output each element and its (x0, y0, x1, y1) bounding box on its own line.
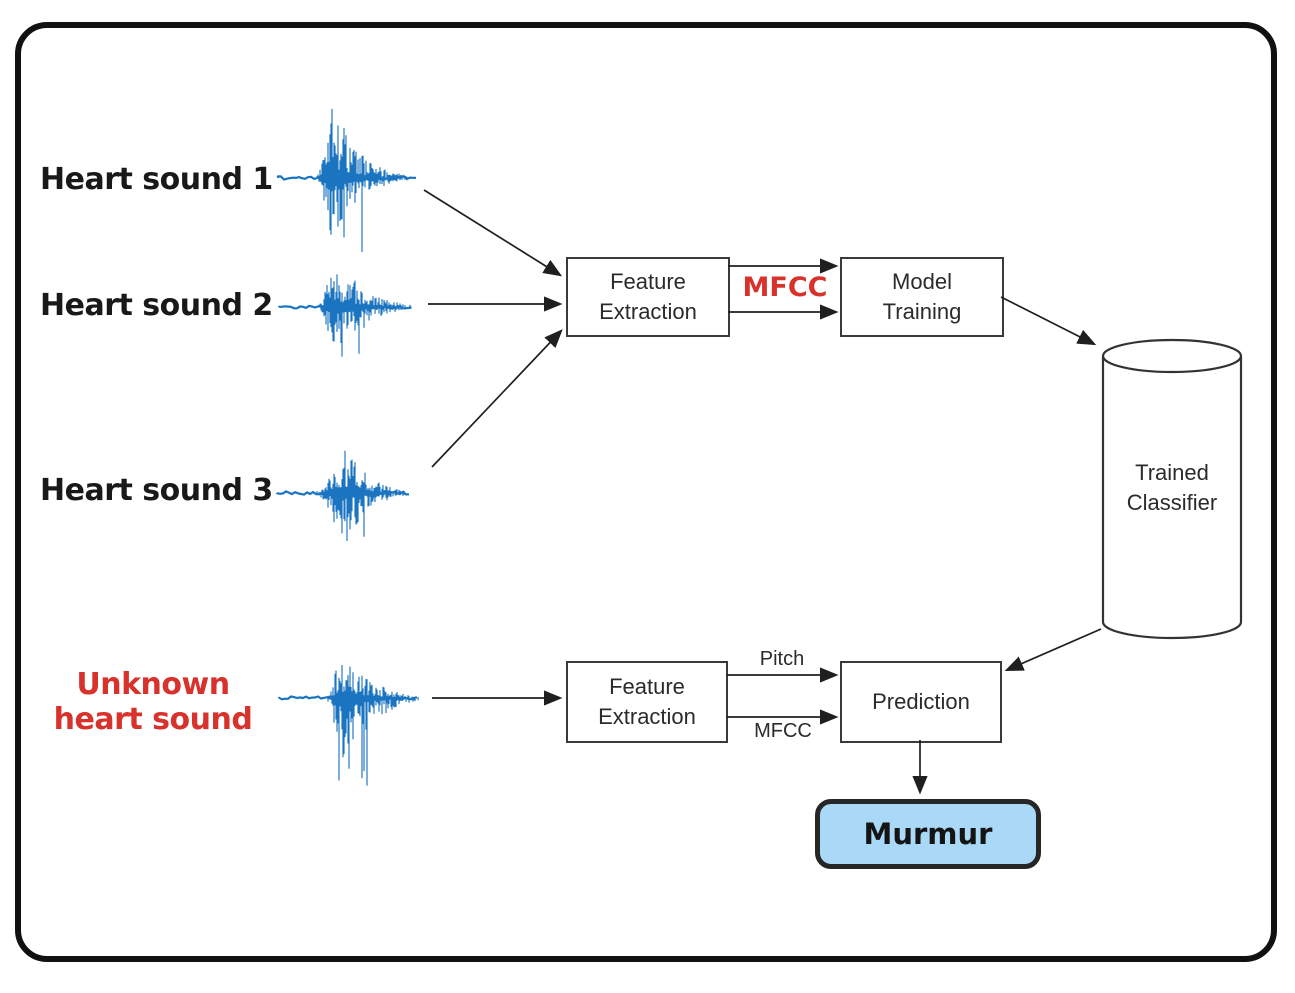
cylinder-trained-classifier (1101, 338, 1243, 640)
box-prediction: Prediction (840, 661, 1002, 743)
edge-label-mfcc-prediction: MFCC (754, 720, 812, 742)
edge-label-mfcc-training: MFCC (742, 272, 828, 303)
box-model-training: Model Training (840, 257, 1004, 337)
box-feature-extraction-prediction: Feature Extraction (566, 661, 728, 743)
label-heart-sound-1: Heart sound 1 (40, 162, 273, 197)
waveform-heart-sound-1 (276, 108, 417, 252)
label-trained-classifier: Trained Classifier (1126, 460, 1218, 515)
edge-label-pitch: Pitch (759, 648, 805, 670)
label-unknown-heart-sound: Unknown heart sound (53, 667, 253, 738)
result-murmur: Murmur (815, 799, 1041, 869)
diagram-border-frame (15, 22, 1277, 962)
label-heart-sound-2: Heart sound 2 (40, 288, 273, 323)
waveform-unknown-heart-sound (277, 665, 419, 786)
waveform-heart-sound-3 (275, 450, 410, 541)
waveform-heart-sound-2 (277, 274, 412, 357)
label-heart-sound-3: Heart sound 3 (40, 473, 273, 508)
box-feature-extraction-training: Feature Extraction (566, 257, 730, 337)
